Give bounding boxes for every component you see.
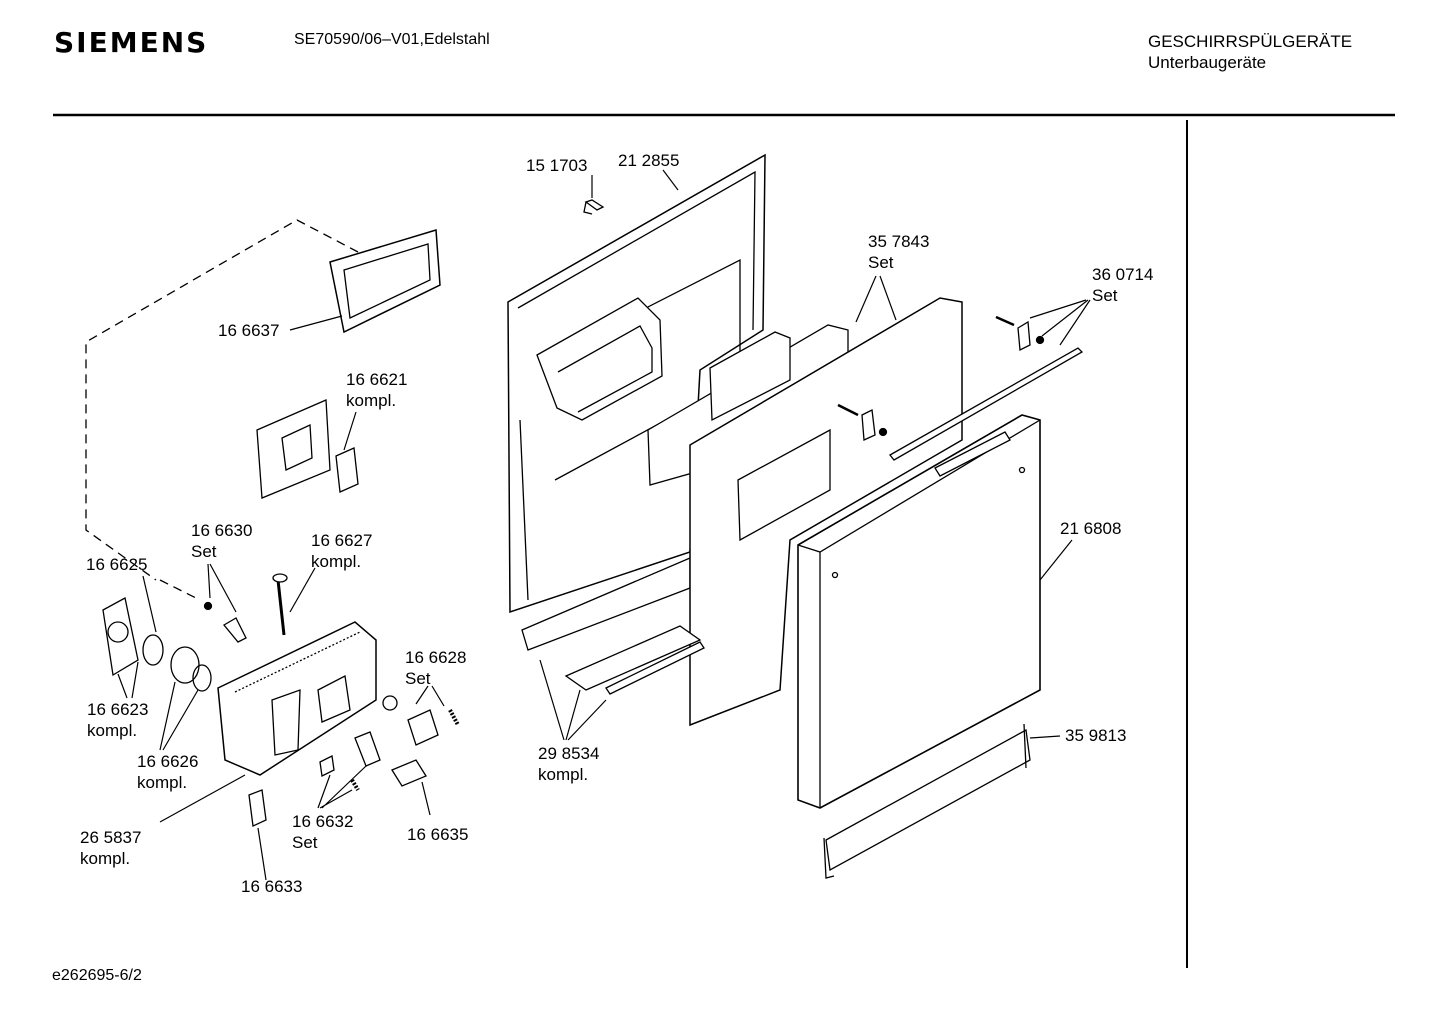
part-note: Set [1092, 286, 1118, 305]
nozzle [170, 646, 200, 684]
dispenser-cap [102, 597, 139, 677]
category-block: GESCHIRRSPÜLGERÄTE Unterbaugeräte [1148, 31, 1352, 73]
part-note: Set [292, 833, 318, 852]
part-number: 16 6633 [241, 877, 302, 896]
model-number: SE70590/06–V01,Edelstahl [294, 31, 490, 48]
float-pin [276, 579, 286, 636]
part-number: 21 6808 [1060, 519, 1121, 538]
part-number: 16 6626 [137, 752, 198, 771]
filter-pad [335, 447, 359, 493]
part-number: 29 8534 [538, 744, 599, 763]
gasket-frame [329, 229, 441, 334]
part-number: 16 6621 [346, 370, 407, 389]
brand-logo: SIEMENS [54, 26, 209, 59]
part-number: 36 0714 [1092, 265, 1153, 284]
link-bar [354, 731, 381, 767]
part-number: 26 5837 [80, 828, 141, 847]
o-ring [192, 664, 212, 692]
label-plate [248, 789, 267, 827]
part-labels: 15 1703 21 2855 35 7843 Set 36 0714 Set … [80, 151, 1153, 896]
part-number: 21 2855 [618, 151, 679, 170]
filter-assembly [256, 399, 331, 499]
explode-dashed-line [85, 219, 359, 601]
part-note: kompl. [87, 721, 137, 740]
spring-1 [448, 709, 460, 726]
part-number: 15 1703 [526, 156, 587, 175]
part-note: kompl. [311, 552, 361, 571]
handle-bracket [1017, 320, 1031, 352]
category-title: GESCHIRRSPÜLGERÄTE [1148, 32, 1353, 51]
bottom-trim-rail [825, 728, 1031, 872]
part-note: kompl. [137, 773, 187, 792]
ball [382, 695, 398, 711]
seal-ring [142, 634, 164, 666]
solenoid [391, 759, 427, 787]
part-note: kompl. [538, 765, 588, 784]
clip [319, 755, 335, 777]
actuator [407, 709, 439, 746]
part-number: 16 6635 [407, 825, 468, 844]
part-number: 16 6637 [218, 321, 279, 340]
part-number: 16 6630 [191, 521, 252, 540]
part-number: 35 9813 [1065, 726, 1126, 745]
part-number: 16 6625 [86, 555, 147, 574]
screw-151703 [583, 199, 605, 215]
part-note: Set [868, 253, 894, 272]
outer-frame-panel [689, 297, 963, 727]
lever [223, 617, 247, 643]
trim-strip [564, 625, 702, 691]
part-number: 35 7843 [868, 232, 929, 251]
trim-rod [605, 641, 705, 695]
category-subtitle: Unterbaugeräte [1148, 53, 1267, 72]
part-note: Set [191, 542, 217, 561]
spring-2 [350, 778, 360, 792]
part-number: 16 6623 [87, 700, 148, 719]
handle-bracket-2 [861, 409, 876, 441]
part-note: kompl. [346, 391, 396, 410]
outer-door-panel [797, 414, 1041, 809]
handle-rod [889, 347, 1084, 461]
part-number: 16 6627 [311, 531, 372, 550]
dispenser-housing [217, 621, 377, 776]
leader-lines [117, 169, 1091, 881]
part-number: 16 6632 [292, 812, 353, 831]
part-note: kompl. [80, 849, 130, 868]
part-number: 16 6628 [405, 648, 466, 667]
dispenser-recess [536, 297, 663, 421]
drawing-id: e262695-6/2 [52, 967, 142, 984]
part-note: Set [405, 669, 431, 688]
